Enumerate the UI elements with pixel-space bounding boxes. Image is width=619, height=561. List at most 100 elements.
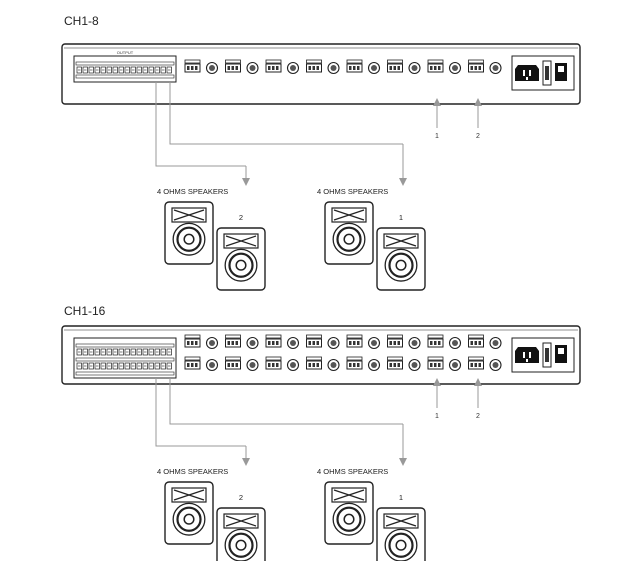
connector-pin [349, 66, 352, 70]
volume-knob-center [249, 362, 256, 368]
connector-label-strip [346, 334, 363, 339]
connector-pin [316, 66, 319, 70]
volume-knob-center [452, 362, 458, 368]
connector-pin [353, 363, 356, 367]
volume-knob-center [371, 340, 377, 346]
connector-pin [438, 66, 441, 70]
connector-pin [389, 66, 392, 70]
fuse [545, 66, 549, 80]
connector-pin [438, 341, 441, 345]
connector-pin [312, 341, 315, 345]
connector-pin [308, 66, 311, 70]
connector-pin [227, 341, 230, 345]
connector-label-strip [306, 356, 322, 361]
volume-knob-center [492, 65, 499, 71]
connector-pin [430, 66, 433, 70]
channel-indicator-number: 2 [476, 413, 480, 420]
volume-knob-center [330, 65, 337, 71]
connector-label-strip [346, 59, 363, 64]
volume-knob-center [411, 362, 418, 368]
connector-pin [268, 341, 271, 345]
channel-indicator-number: 1 [435, 133, 439, 140]
connector-pin [430, 363, 433, 367]
connector-pin [231, 341, 234, 345]
power-switch-rocker [558, 66, 564, 72]
connector-label-strip [387, 334, 403, 339]
speaker-horn-throat [333, 489, 365, 501]
speaker-dust-cap [343, 233, 355, 245]
speaker-number: 1 [399, 213, 403, 222]
connector-pin [353, 341, 356, 345]
connector-pin [272, 66, 275, 70]
connector-pin [478, 66, 481, 70]
fuse [545, 348, 549, 362]
connector-pin [389, 363, 392, 367]
terminal-label-row [75, 371, 175, 376]
terminal-label-row [75, 74, 175, 79]
amplifier-chassis [61, 43, 581, 105]
speaker-horn-throat [225, 515, 257, 527]
connector-pin [227, 66, 230, 70]
connector-pin [195, 363, 198, 367]
volume-knob-center [290, 362, 296, 368]
speaker-horn-throat [385, 235, 417, 247]
connector-pin [470, 341, 473, 345]
connector-label-strip [184, 334, 201, 339]
speaker-wire-group-1 [169, 82, 403, 145]
connector-pin [478, 341, 481, 345]
connector-pin [316, 341, 319, 345]
volume-knob-center [330, 362, 337, 368]
speaker-wire-group-2 [155, 378, 246, 447]
connector-pin [195, 66, 198, 70]
speaker-number: 2 [239, 493, 243, 502]
power-switch-rocker [558, 348, 564, 354]
speaker-number: 1 [399, 493, 403, 502]
volume-knob-center [330, 340, 337, 346]
diagram-title-ch1-16: CH1-16 [64, 304, 106, 318]
volume-knob-center [209, 65, 215, 71]
volume-knob-center [411, 340, 418, 346]
connector-pin [353, 66, 356, 70]
connector-pin [357, 66, 360, 70]
speaker-wire-group-2 [155, 82, 246, 167]
speaker-horn-throat [385, 515, 417, 527]
volume-knob-center [371, 65, 377, 71]
connector-pin [235, 341, 238, 345]
volume-knob-center [249, 340, 256, 346]
connector-pin [191, 341, 194, 345]
speaker-dust-cap [235, 539, 247, 551]
connector-pin [397, 341, 400, 345]
connector-label-strip [468, 59, 484, 64]
connector-pin [393, 341, 396, 345]
connector-label-strip [427, 59, 444, 64]
connector-pin [276, 341, 279, 345]
connector-label-strip [468, 356, 484, 361]
speaker-horn-throat [173, 209, 205, 221]
inlet-pin [529, 352, 531, 358]
connector-pin [235, 363, 238, 367]
connector-pin [308, 341, 311, 345]
volume-knob-center [209, 362, 215, 368]
terminal-label-row [75, 343, 175, 348]
connector-pin [397, 66, 400, 70]
connector-label-strip [265, 59, 282, 64]
connector-pin [187, 66, 190, 70]
iec-power-inlet [515, 65, 539, 81]
connector-label-strip [468, 334, 484, 339]
connector-pin [434, 66, 437, 70]
connector-label-strip [265, 356, 282, 361]
volume-knob-center [290, 65, 296, 71]
connector-pin [191, 363, 194, 367]
volume-knob-center [290, 340, 296, 346]
connector-pin [474, 341, 477, 345]
connector-pin [231, 66, 234, 70]
volume-knob-center [492, 340, 499, 346]
volume-knob-center [411, 65, 418, 71]
terminal-label-row [75, 61, 175, 66]
connector-pin [474, 66, 477, 70]
connector-pin [393, 66, 396, 70]
connector-label-strip [306, 334, 322, 339]
connector-label-strip [306, 59, 322, 64]
